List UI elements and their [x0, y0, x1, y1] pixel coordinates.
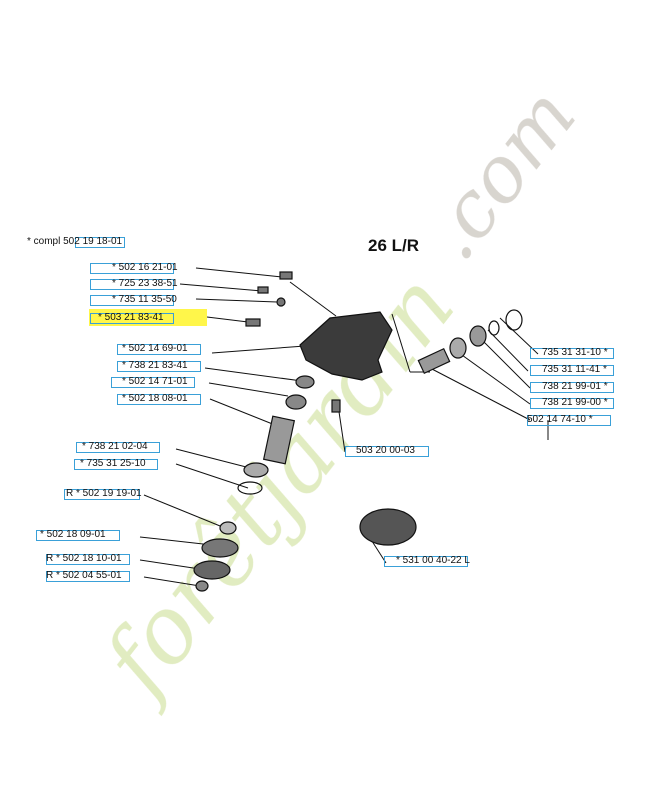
bolt-1 — [257, 286, 269, 294]
nut-1 — [219, 521, 237, 535]
part-number-label: * 531 00 40-22 L — [396, 555, 470, 566]
part-number-label: R * 502 04 55-01 — [46, 570, 122, 581]
flange-1 — [201, 538, 239, 558]
label-box — [117, 361, 201, 372]
part-number-label: * 502 18 08-01 — [122, 393, 188, 404]
bearing-1 — [295, 375, 315, 389]
ring-3 — [505, 309, 523, 331]
ring-2 — [237, 481, 263, 495]
label-box — [90, 279, 174, 290]
part-number-label: * 738 21 02-04 — [82, 441, 148, 452]
part-number-label: 502 14 74-10 * — [527, 414, 593, 425]
label-box — [90, 313, 174, 324]
bolt-2 — [245, 318, 261, 327]
label-box — [90, 295, 174, 306]
label-box — [117, 394, 201, 405]
screw-top — [279, 271, 293, 280]
svg-text:.com: .com — [406, 72, 594, 277]
label-box — [345, 446, 429, 457]
label-box — [384, 556, 468, 567]
bearing-4 — [469, 325, 487, 347]
part-number-label: 738 21 99-01 * — [542, 381, 608, 392]
label-box — [76, 442, 160, 453]
part-number-label: * 735 31 25-10 — [80, 458, 146, 469]
label-box — [36, 530, 120, 541]
guard-disc — [359, 508, 417, 546]
label-box — [530, 365, 614, 376]
label-box — [46, 554, 130, 565]
label-box — [530, 348, 614, 359]
part-number-label: 735 31 11-41 * — [542, 364, 607, 375]
label-box — [530, 398, 614, 409]
label-box — [74, 459, 158, 470]
label-box — [530, 382, 614, 393]
part-number-label: * 503 21 83-41 — [98, 312, 164, 323]
diagram-title: 26 L/R — [368, 236, 420, 255]
part-number-label: * 735 11 35-50 — [112, 294, 177, 305]
bolt-3 — [331, 399, 341, 413]
part-number-label: * 502 18 09-01 — [40, 529, 106, 540]
part-number-label: R * 502 18 10-01 — [46, 553, 122, 564]
label-box — [90, 263, 174, 274]
part-number-label: * 725 23 38-51 — [112, 278, 178, 289]
flange-2 — [193, 560, 231, 580]
part-number-label: * compl 502 19 18-01 — [27, 236, 123, 247]
part-number-label: * 502 16 21-01 — [112, 262, 178, 273]
nut-2 — [195, 580, 209, 592]
bearing-2 — [285, 394, 307, 410]
label-box — [75, 237, 125, 248]
label-box — [111, 377, 195, 388]
ring-1 — [243, 462, 269, 478]
label-box — [117, 344, 201, 355]
part-number-label: 735 31 31-10 * — [542, 347, 608, 358]
washer-2 — [488, 320, 500, 336]
gear-housing — [299, 311, 393, 381]
part-number-label: * 502 14 71-01 — [122, 376, 188, 387]
part-number-label: R * 502 19 19-01 — [66, 488, 142, 499]
label-box — [527, 415, 611, 426]
part-number-label: 503 20 00-03 — [356, 445, 415, 456]
bearing-3 — [449, 337, 467, 359]
part-number-label: * 502 14 69-01 — [122, 343, 188, 354]
label-box — [46, 571, 130, 582]
part-number-label: 738 21 99-00 * — [542, 397, 608, 408]
shaft — [262, 415, 296, 465]
washer-1 — [276, 297, 286, 307]
part-number-label: * 738 21 83-41 — [122, 360, 188, 371]
shaft-right — [417, 347, 451, 375]
parts — [193, 271, 523, 592]
label-box — [64, 489, 140, 500]
